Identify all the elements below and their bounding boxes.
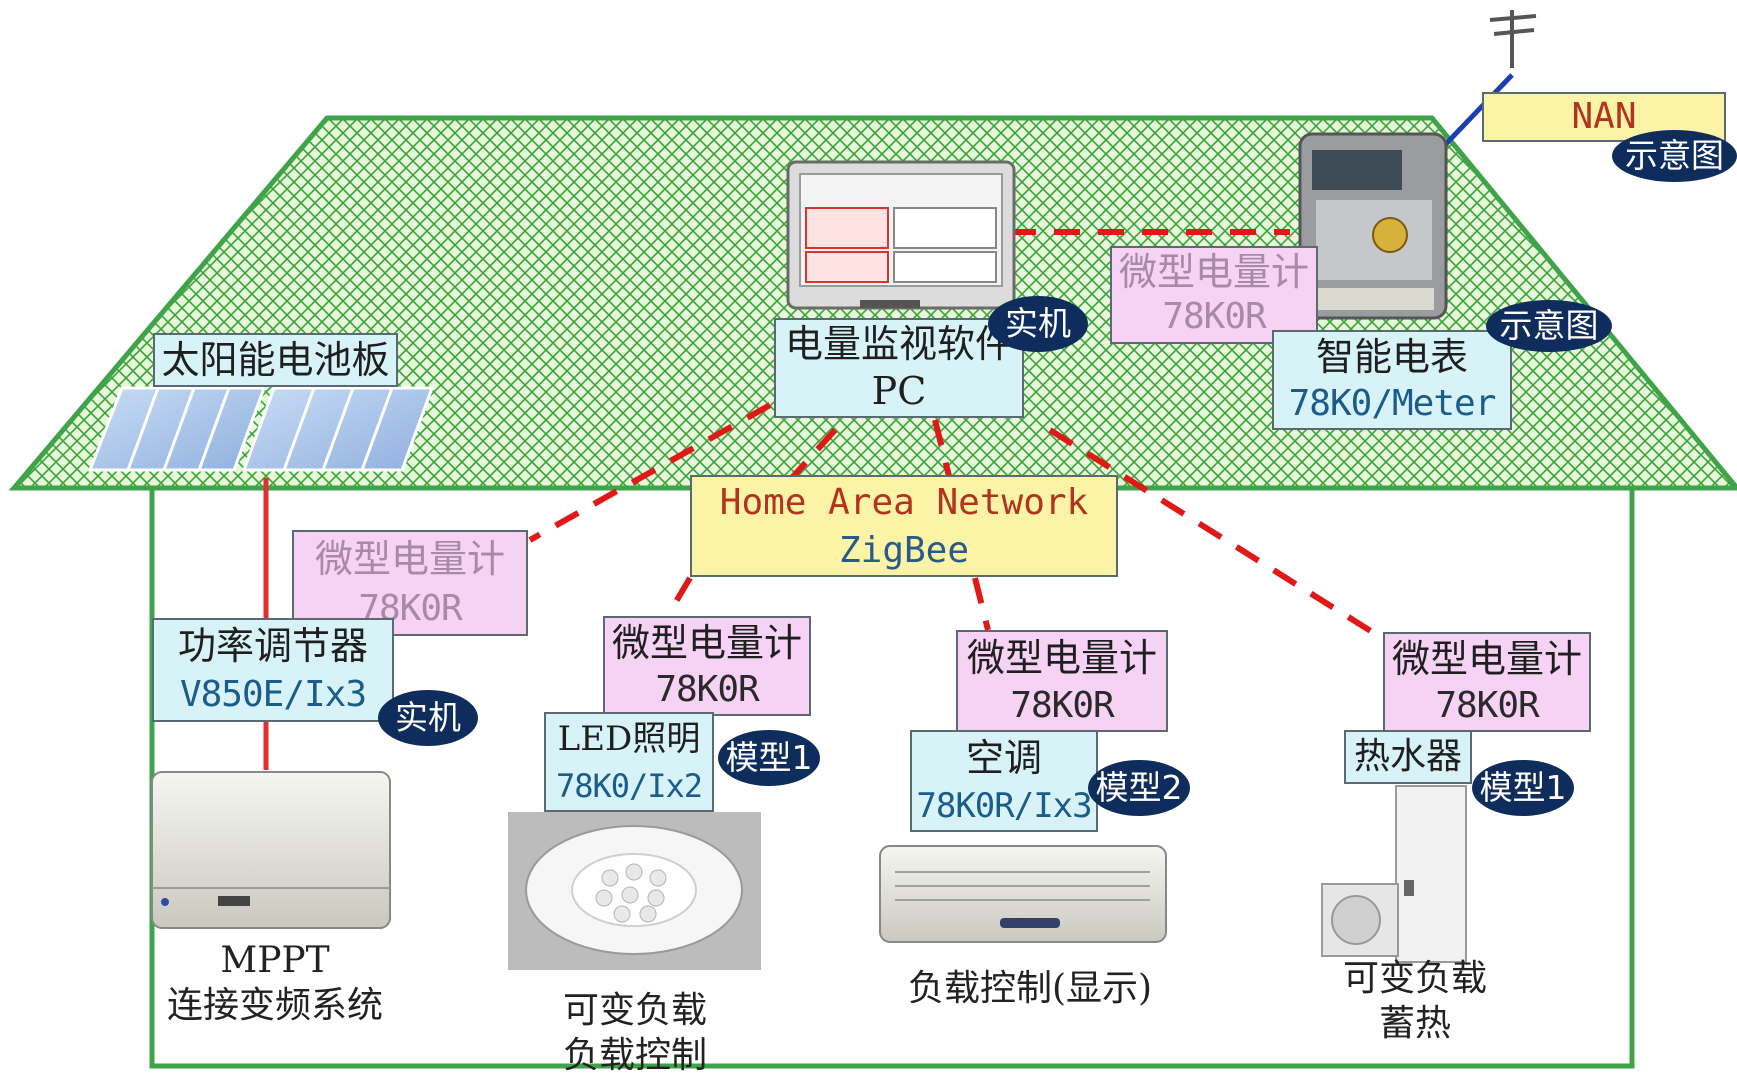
water-heater-title: 热水器 xyxy=(1353,736,1462,777)
meter-roof-subtitle: 78K0R xyxy=(1162,296,1266,337)
led-subtitle: 78K0/Ix2 xyxy=(555,767,703,805)
led-light-icon xyxy=(508,812,761,970)
network-links xyxy=(528,229,1387,643)
antenna-icon xyxy=(1489,10,1537,68)
house-walls xyxy=(149,488,1635,1069)
solar-panel-label: 太阳能电池板 xyxy=(153,333,398,387)
power-conditioner-title: 功率调节器 xyxy=(177,624,368,668)
aircon-caption: 负载控制(显示) xyxy=(880,966,1180,1011)
aircon-caption-line1: 负载控制(显示) xyxy=(907,968,1153,1009)
meter-roof-title: 微型电量计 xyxy=(1118,250,1309,294)
link-pc-network-mid xyxy=(932,419,953,481)
solar-panel-title: 太阳能电池板 xyxy=(161,338,390,382)
pc-label: 电量监视软件 PC xyxy=(774,318,1024,418)
led-title: LED照明 xyxy=(557,719,701,759)
water-heater-icon xyxy=(1321,785,1467,963)
inverter-caption: MPPT 连接变频系统 xyxy=(140,938,410,1028)
network-line1: Home Area Network xyxy=(719,482,1089,523)
smart-meter-badge: 示意图 xyxy=(1486,300,1612,352)
water-heater-meter-label: 微型电量计 78K0R xyxy=(1383,632,1591,732)
power-conditioner-label: 功率调节器 V850E/Ix3 xyxy=(152,618,394,722)
solar-panel-icon xyxy=(87,386,435,472)
pc-title: 电量监视软件 xyxy=(784,322,1013,366)
smart-meter-icon xyxy=(1298,132,1448,320)
water-heater-badge: 模型1 xyxy=(1472,760,1574,816)
smart-meter-subtitle: 78K0/Meter xyxy=(1288,383,1497,424)
led-meter-subtitle: 78K0R xyxy=(655,669,759,710)
aircon-meter-title: 微型电量计 xyxy=(966,636,1157,680)
led-label: LED照明 78K0/Ix2 xyxy=(544,712,714,812)
meter-roof-label: 微型电量计 78K0R xyxy=(1110,246,1318,344)
power-conditioner-badge: 实机 xyxy=(378,690,478,746)
link-network-led xyxy=(665,576,693,617)
link-pc-network-left xyxy=(787,427,838,483)
led-caption-line2: 负载控制 xyxy=(562,1035,707,1076)
pc-badge: 实机 xyxy=(988,296,1088,352)
aircon-meter-label: 微型电量计 78K0R xyxy=(956,630,1168,732)
aircon-subtitle: 78K0R/Ix3 xyxy=(916,786,1092,826)
smart-meter-title: 智能电表 xyxy=(1315,335,1468,379)
link-pc-power-meter xyxy=(528,402,772,543)
inverter-caption-line1: MPPT xyxy=(220,940,330,981)
aircon-badge: 模型2 xyxy=(1088,760,1190,816)
link-pc-water-heater xyxy=(1048,427,1387,643)
nan-badge: 示意图 xyxy=(1612,130,1737,182)
aircon-meter-subtitle: 78K0R xyxy=(1010,685,1114,726)
aircon-label: 空调 78K0R/Ix3 xyxy=(910,730,1098,832)
link-network-aircon xyxy=(972,577,991,631)
water-heater-caption: 可变负载 蓄热 xyxy=(1320,956,1510,1046)
water-heater-caption-line2: 蓄热 xyxy=(1378,1003,1451,1044)
network-label: Home Area Network ZigBee xyxy=(690,475,1118,577)
air-conditioner-icon xyxy=(879,845,1167,943)
pc-monitor-icon xyxy=(786,160,1016,310)
led-meter-title: 微型电量计 xyxy=(611,621,802,665)
water-heater-caption-line1: 可变负载 xyxy=(1342,958,1487,999)
aircon-title: 空调 xyxy=(965,736,1042,780)
inverter-caption-line2: 连接变频系统 xyxy=(166,985,383,1026)
led-caption: 可变负载 负载控制 xyxy=(520,988,750,1078)
meter-left-title: 微型电量计 xyxy=(314,537,505,581)
water-heater-meter-subtitle: 78K0R xyxy=(1435,685,1539,726)
water-heater-meter-title: 微型电量计 xyxy=(1391,637,1582,681)
led-meter-label: 微型电量计 78K0R xyxy=(603,616,811,716)
inverter-icon xyxy=(151,771,391,929)
power-conditioner-subtitle: V850E/Ix3 xyxy=(179,674,367,715)
smart-meter-label: 智能电表 78K0/Meter xyxy=(1272,330,1512,430)
led-caption-line1: 可变负载 xyxy=(562,990,707,1031)
led-badge: 模型1 xyxy=(718,730,820,786)
pc-subtitle: PC xyxy=(871,369,927,413)
nan-line xyxy=(1440,73,1514,150)
network-line2: ZigBee xyxy=(838,530,970,571)
nan-title: NAN xyxy=(1571,96,1637,137)
water-heater-label: 热水器 xyxy=(1344,730,1472,784)
